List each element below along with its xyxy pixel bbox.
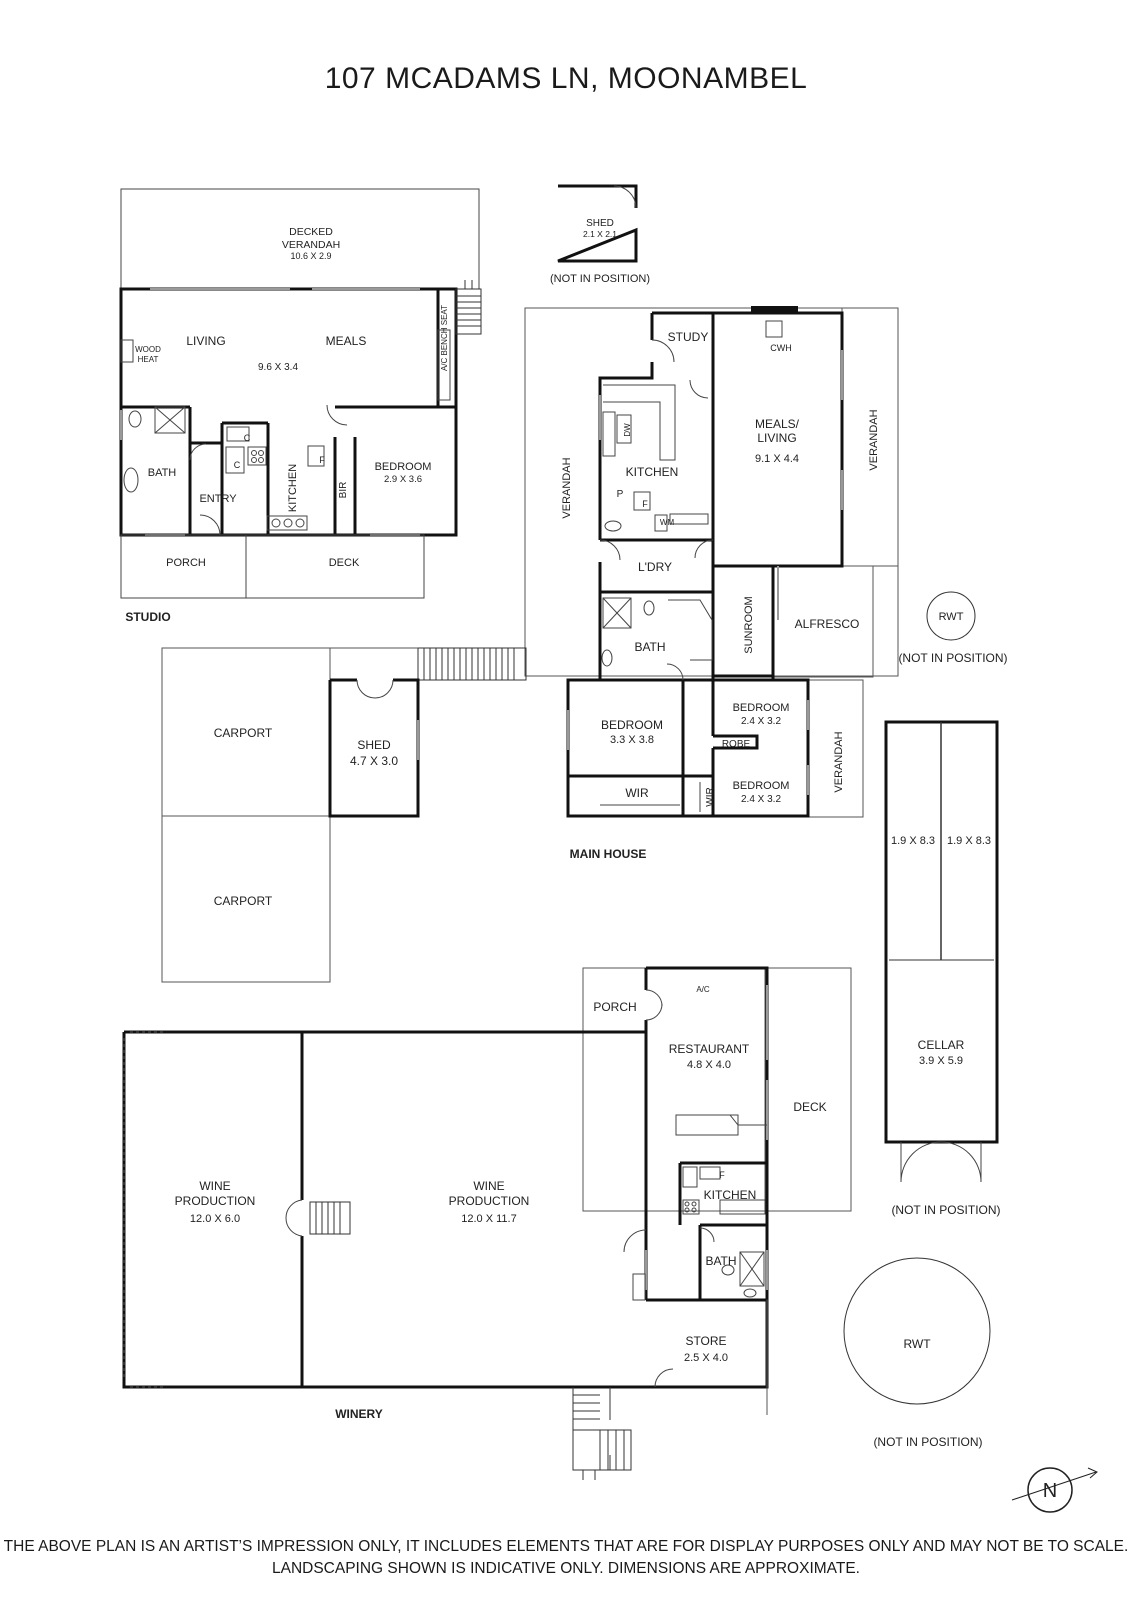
house-bath-label: BATH [634,640,665,654]
rwt-small-tank [926,591,976,641]
carport-1-label: CARPORT [214,726,273,740]
wine-production-1-label: WINE [199,1179,230,1193]
rwt-small-label: RWT [939,611,964,623]
bedroom-2-dims: 2.4 X 3.2 [741,716,781,727]
wir-1-label: WIR [625,786,649,800]
shed-large-label: SHED [357,738,391,752]
laundry-label: L'DRY [638,560,672,574]
cupboard-2-label: C [234,460,241,470]
meals-living-label: MEALS/ [755,417,800,431]
small-shed-dims: 2.1 X 2.1 [583,229,617,239]
cellar-slot-1-dims: 1.9 X 8.3 [891,835,935,847]
cellar-not-in-position-note: (NOT IN POSITION) [891,1203,1000,1217]
carport-2-label: CARPORT [214,894,273,908]
wine-production-2-label: WINE [473,1179,504,1193]
main-house-building-label: MAIN HOUSE [570,847,647,861]
bedroom-3-label: BEDROOM [733,780,790,792]
bedroom-1-label: BEDROOM [601,718,663,732]
decked-verandah-dims: 10.6 X 2.9 [290,251,331,261]
study-label: STUDY [668,330,709,344]
winery-building [122,966,852,1480]
disclaimer-line-1: THE ABOVE PLAN IS AN ARTIST’S IMPRESSION… [3,1538,1129,1555]
living-dims: 9.6 X 3.4 [258,362,298,373]
rwt-large-not-in-position-note: (NOT IN POSITION) [873,1435,982,1449]
meals-living-dims: 9.1 X 4.4 [755,453,799,465]
wood-heat-label-2: HEAT [138,355,159,364]
rwt-large-tank [843,1257,991,1405]
bedroom-3-dims: 2.4 X 3.2 [741,794,781,805]
compass-label: N [1043,1480,1057,1502]
shed-not-in-position-note: (NOT IN POSITION) [550,273,650,285]
disclaimer-line-2: LANDSCAPING SHOWN IS INDICATIVE ONLY. DI… [272,1560,860,1577]
wood-heat-label: WOOD [135,345,161,354]
studio-bir-label: BIR [338,482,349,499]
alfresco-label: ALFRESCO [795,617,860,631]
rwt-small-not-in-position-note: (NOT IN POSITION) [898,651,1007,665]
small-shed-label: SHED [586,218,614,229]
cellar-slot-2-dims: 1.9 X 8.3 [947,835,991,847]
restaurant-label: RESTAURANT [669,1042,750,1056]
wine-production-1-dims: 12.0 X 6.0 [190,1213,240,1225]
studio-bath-label: BATH [148,467,177,479]
studio-entry-label: ENTRY [199,493,237,505]
shed-large-dims: 4.7 X 3.0 [350,754,398,768]
page-title: 107 MCADAMS LN, MOONAMBEL [324,62,808,95]
pantry-label: P [617,489,624,500]
house-kitchen-label: KITCHEN [626,465,679,479]
cwh-label: CWH [770,343,792,353]
cupboard-1-label: C [244,433,251,443]
sunroom-label: SUNROOM [743,596,755,653]
wir-2-label: WIR [705,787,716,806]
cellar-dims: 3.9 X 5.9 [919,1055,963,1067]
restaurant-dims: 4.8 X 4.0 [687,1059,731,1071]
main-house [417,306,899,818]
studio-building [119,188,482,599]
studio-bedroom-label: BEDROOM [375,461,432,473]
small-shed [557,184,638,263]
cellar-label: CELLAR [918,1038,965,1052]
winery-porch-label: PORCH [593,1000,636,1014]
carports-shed [161,647,420,983]
winery-deck-label: DECK [793,1100,826,1114]
ac-bench-seat-label: A/C BENCH SEAT [440,305,449,371]
wine-production-1-label-2: PRODUCTION [175,1194,256,1208]
winery-kitchen-label: KITCHEN [704,1188,757,1202]
studio-kitchen-label: KITCHEN [287,464,299,512]
wm-label: WM [660,518,675,527]
studio-bedroom-dims: 2.9 X 3.6 [384,474,422,485]
verandah-bed-label: VERANDAH [833,731,845,792]
studio-deck-label: DECK [329,557,360,569]
winery-bath-label: BATH [705,1254,736,1268]
rwt-large-label: RWT [903,1337,931,1351]
living-label: LIVING [186,334,225,348]
fridge-label: F [642,499,648,509]
studio-porch-label: PORCH [166,557,206,569]
studio-building-label: STUDIO [125,610,170,624]
meals-living-label-2: LIVING [757,431,796,445]
store-label: STORE [685,1334,726,1348]
disclaimer: THE ABOVE PLAN IS AN ARTIST’S IMPRESSION… [0,1536,1132,1580]
studio-fridge-label: F [319,455,325,465]
ac-unit-label: A/C [696,985,710,994]
robe-label: ROBE [722,739,751,750]
wine-production-2-label-2: PRODUCTION [449,1194,530,1208]
bedroom-1-dims: 3.3 X 3.8 [610,734,654,746]
verandah-right-label: VERANDAH [868,409,880,470]
dw-label: DW [623,423,632,437]
decked-verandah-label-2: VERANDAH [282,239,340,251]
decked-verandah-label: DECKED [289,226,333,238]
north-arrow-icon [1011,1467,1098,1513]
meals-label: MEALS [326,334,367,348]
verandah-left-label: VERANDAH [561,457,573,518]
cellar-building [884,720,999,1183]
bedroom-2-label: BEDROOM [733,702,790,714]
winery-fridge-label: F [719,1170,725,1180]
winery-building-label: WINERY [335,1407,383,1421]
wine-production-2-dims: 12.0 X 11.7 [461,1213,516,1225]
store-dims: 2.5 X 4.0 [684,1352,728,1364]
